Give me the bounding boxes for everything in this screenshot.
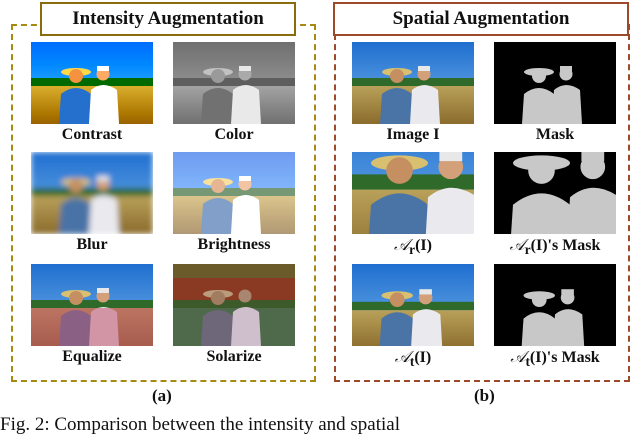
translate-label: 𝒜t(I) [352,346,474,370]
random-crop-mask-symbol: 𝒜 [509,235,525,254]
original-image-example: Image I [352,42,474,146]
translate-mask-text: (I)'s Mask [529,349,600,366]
contrast-image [31,42,153,124]
solarize-example: Solarize [173,264,295,368]
mask-image [494,42,616,124]
equalize-image [31,264,153,346]
translate-symbol: 𝒜 [394,347,410,366]
translate-mask-subscript: t [525,354,530,370]
mask-label: Mask [535,126,575,143]
panel-b-label: (b) [474,386,495,405]
translate-text: (I) [414,349,432,366]
color-example: Color [173,42,295,146]
solarize-label: Solarize [206,348,262,365]
random-crop-mask-image [494,152,616,234]
random-crop-example: 𝒜r(I) [352,152,474,258]
random-crop-mask-label: 𝒜r(I)'s Mask [494,234,616,258]
solarize-image [173,264,295,346]
translate-image [352,264,474,346]
random-crop-mask-subscript: r [524,242,531,258]
random-crop-symbol: 𝒜 [394,235,410,254]
translate-mask-label: 𝒜t(I)'s Mask [494,346,616,370]
contrast-label: Contrast [61,126,123,143]
blur-example: Blur [31,152,153,256]
original-image-label: Image I [386,126,440,143]
random-crop-text: (I) [415,237,432,254]
equalize-example: Equalize [31,264,153,368]
translate-mask-example: 𝒜t(I)'s Mask [494,264,616,370]
translate-example: 𝒜t(I) [352,264,474,370]
blur-image [31,152,153,234]
contrast-example: Contrast [31,42,153,146]
mask-example: Mask [494,42,616,146]
panel-a-label: (a) [152,386,172,405]
brightness-image [173,152,295,234]
random-crop-mask-example: 𝒜r(I)'s Mask [494,152,616,258]
intensity-panel-title: Intensity Augmentation [40,2,296,36]
color-label: Color [214,126,254,143]
equalize-label: Equalize [62,348,122,365]
translate-mask-image [494,264,616,346]
spatial-panel-title: Spatial Augmentation [333,2,629,36]
random-crop-image [352,152,474,234]
brightness-label: Brightness [197,236,271,253]
blur-label: Blur [76,236,108,253]
random-crop-mask-text: (I)'s Mask [530,237,601,254]
random-crop-label: 𝒜r(I) [352,234,474,258]
figure-caption: Fig. 2: Comparison between the intensity… [0,414,400,435]
random-crop-subscript: r [409,242,416,258]
color-image [173,42,295,124]
translate-subscript: t [409,354,415,370]
translate-mask-symbol: 𝒜 [510,347,526,366]
brightness-example: Brightness [173,152,295,256]
original-image [352,42,474,124]
